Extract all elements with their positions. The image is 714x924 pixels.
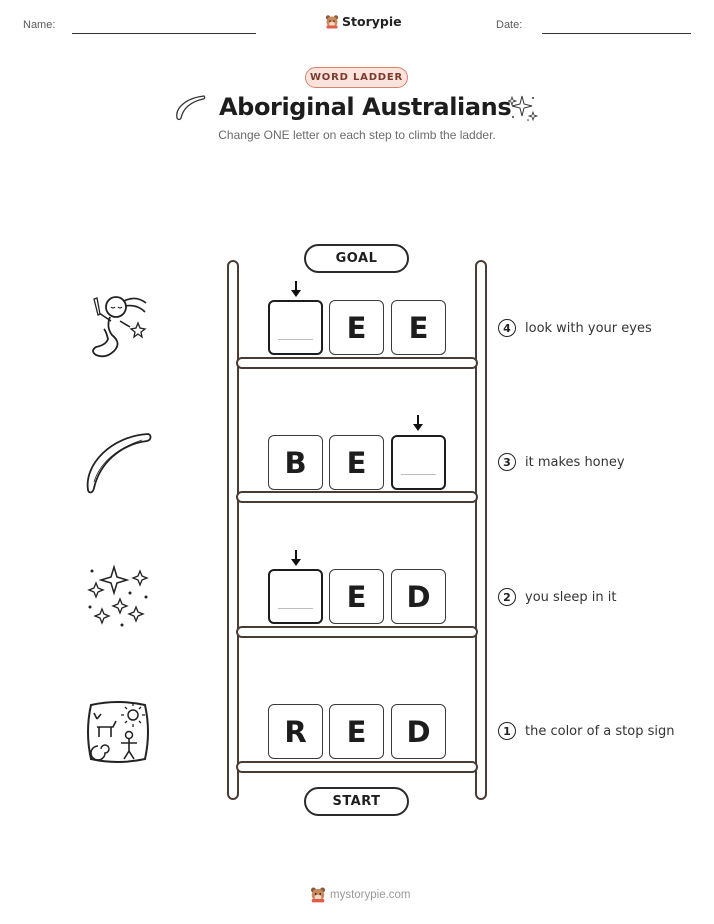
boomerang-icon	[86, 433, 152, 494]
letter-tile-blank[interactable]	[391, 435, 446, 490]
letter-tile-blank[interactable]	[268, 300, 323, 355]
goal-label: GOAL	[304, 244, 409, 273]
footer-url: mystorypie.com	[330, 888, 411, 901]
down-arrow-icon	[291, 281, 301, 297]
date-label: Date:	[496, 19, 523, 31]
letter-tile: E	[329, 569, 384, 624]
activity-badge: WORD LADDER	[305, 67, 408, 88]
start-label: START	[304, 787, 409, 816]
brand-logo: Storypie	[325, 14, 402, 29]
write-line	[278, 608, 313, 609]
ladder-rung	[236, 491, 478, 503]
storypie-bear-icon	[325, 15, 339, 29]
clue-2: 2 you sleep in it	[498, 588, 616, 606]
footer: mystorypie.com	[310, 886, 411, 903]
storypie-bear-icon	[310, 887, 326, 903]
ladder-rung	[236, 357, 478, 369]
sparkles-title-icon	[508, 95, 538, 122]
letter-tile: E	[329, 300, 384, 355]
letter-tile: B	[268, 435, 323, 490]
clue-text: look with your eyes	[525, 320, 652, 336]
letter-tile-blank[interactable]	[268, 569, 323, 624]
letter-tile: D	[391, 704, 446, 759]
step-number: 4	[498, 319, 516, 337]
rainbow-serpent-spirit-icon	[92, 296, 147, 358]
instructions: Change ONE letter on each step to climb …	[218, 128, 496, 142]
clue-text: it makes honey	[525, 454, 625, 470]
clue-1: 1 the color of a stop sign	[498, 722, 674, 740]
letter-tile: R	[268, 704, 323, 759]
down-arrow-icon	[291, 550, 301, 566]
letter-tile: E	[329, 435, 384, 490]
step-number: 3	[498, 453, 516, 471]
step-number: 2	[498, 588, 516, 606]
down-arrow-icon	[413, 415, 423, 431]
boomerang-title-icon	[176, 95, 206, 121]
ladder-rung	[236, 761, 478, 773]
clue-text: the color of a stop sign	[525, 723, 675, 739]
clue-3: 3 it makes honey	[498, 453, 625, 471]
step-number: 1	[498, 722, 516, 740]
write-line	[401, 474, 436, 475]
letter-tile: D	[391, 569, 446, 624]
name-label: Name:	[23, 19, 56, 31]
clue-4: 4 look with your eyes	[498, 319, 652, 337]
write-line	[278, 339, 313, 340]
stars-icon	[87, 564, 149, 627]
rock-art-icon	[87, 701, 149, 763]
name-field[interactable]	[72, 33, 256, 34]
ladder-rung	[236, 626, 478, 638]
letter-tile: E	[329, 704, 384, 759]
clue-text: you sleep in it	[525, 589, 617, 605]
brand-name: Storypie	[342, 14, 402, 29]
page-title: Aboriginal Australians	[219, 93, 512, 121]
date-field[interactable]	[542, 33, 691, 34]
letter-tile: E	[391, 300, 446, 355]
